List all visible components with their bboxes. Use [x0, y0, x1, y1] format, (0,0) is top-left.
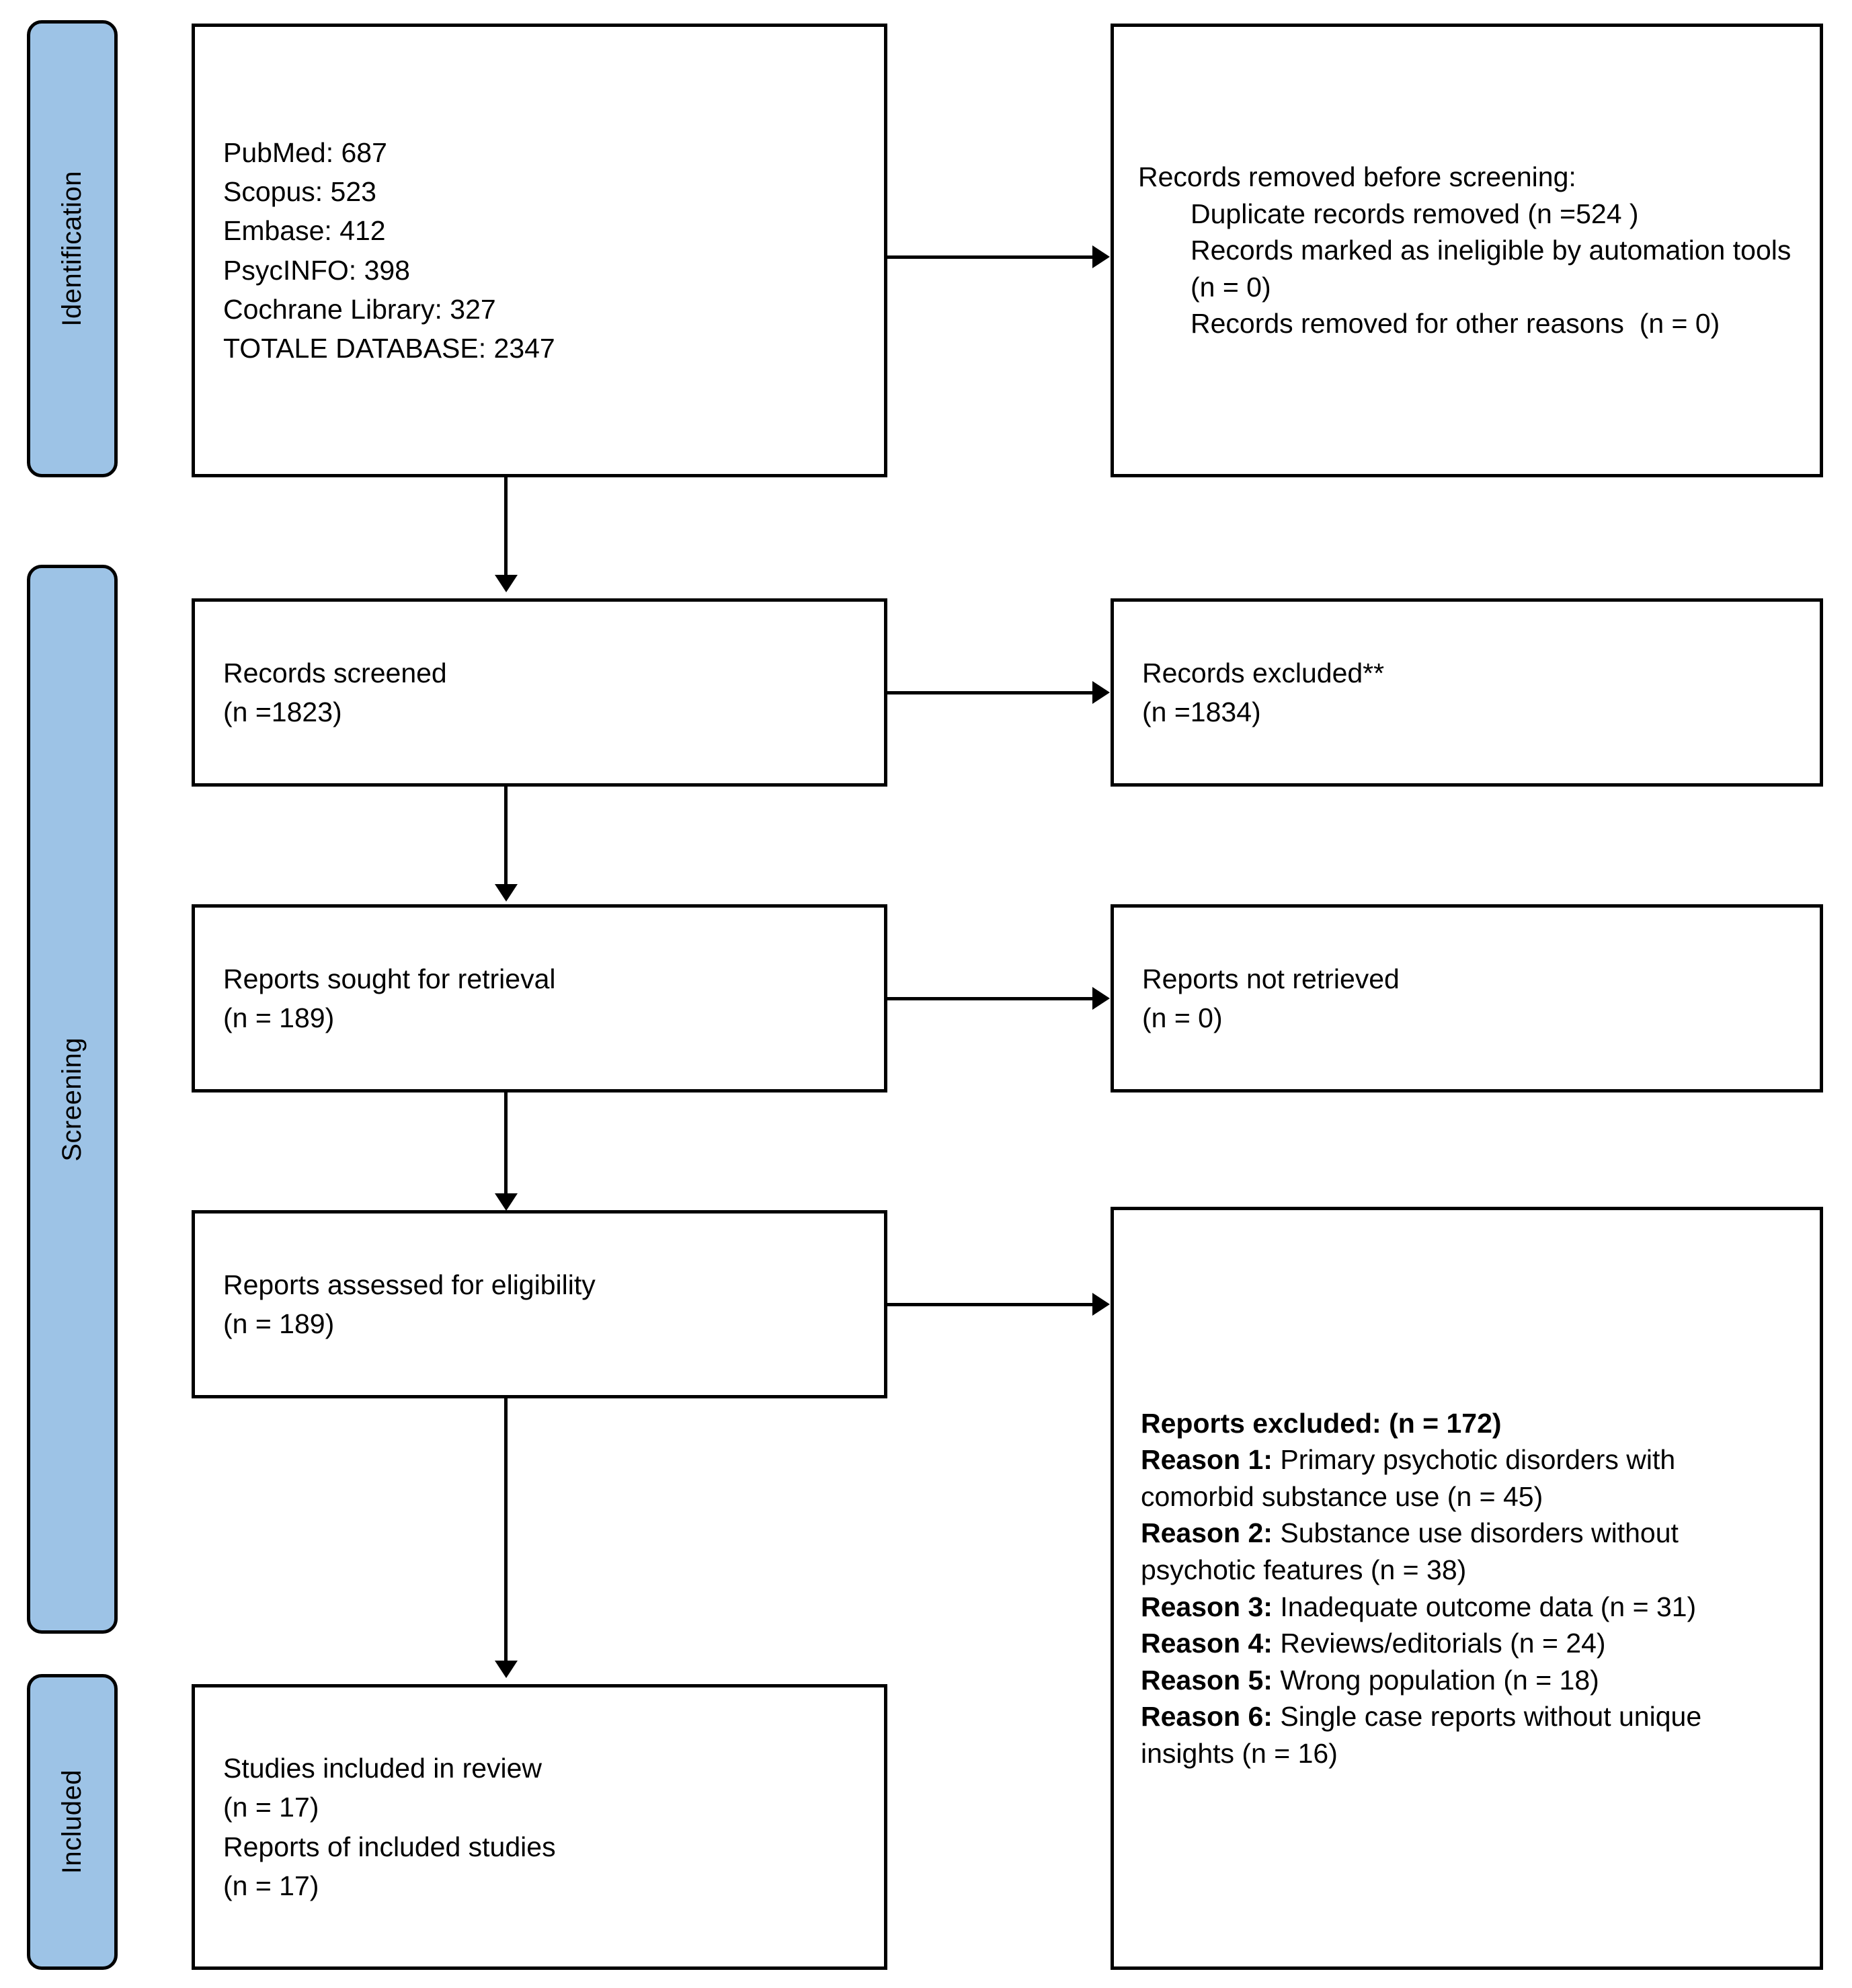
reports-not-retrieved-label: Reports not retrieved [1142, 963, 1400, 994]
reason-1-text: Primary psychotic disorders with comorbi… [1141, 1444, 1676, 1512]
records-removed-item-other: Records removed for other reasons (n = 0… [1191, 308, 1720, 340]
arrowhead-sources-to-removed [1092, 245, 1110, 268]
studies-included-label: Studies included in review [223, 1753, 542, 1784]
stage-bar-included: Included [27, 1674, 118, 1970]
source-line-scopus: Scopus: 523 [223, 176, 376, 208]
records-removed-item-duplicates: Duplicate records removed (n =524 ) [1191, 198, 1639, 229]
box-reports-sought-for-retrieval: Reports sought for retrieval (n = 189) [192, 904, 887, 1092]
reports-excluded-header: Reports excluded: (n = 172) [1141, 1405, 1793, 1442]
reports-assessed-label: Reports assessed for eligibility [223, 1269, 596, 1300]
records-removed-heading-normal: Records removed [1138, 161, 1363, 193]
box-records-screened: Records screened (n =1823) [192, 598, 887, 787]
connector-sources-to-removed [887, 255, 1092, 259]
source-line-embase: Embase: 412 [223, 215, 386, 247]
reports-excluded-reason-4: Reason 4: Reviews/editorials (n = 24) [1141, 1625, 1793, 1662]
records-screened-label: Records screened [223, 657, 447, 688]
reports-of-included-count: (n = 17) [223, 1870, 319, 1901]
reports-excluded-reason-3: Reason 3: Inadequate outcome data (n = 3… [1141, 1589, 1793, 1626]
reports-excluded-reason-5: Reason 5: Wrong population (n = 18) [1141, 1662, 1793, 1699]
reports-of-included-label: Reports of included studies [223, 1831, 556, 1862]
stage-label-included: Included [57, 1770, 87, 1874]
source-line-psycinfo: PsycINFO: 398 [223, 254, 410, 286]
reason-5-label: Reason 5: [1141, 1664, 1273, 1696]
source-line-pubmed: PubMed: 687 [223, 136, 387, 168]
connector-screened-to-excluded [887, 691, 1092, 694]
stage-bar-screening: Screening [27, 565, 118, 1634]
records-excluded-count: (n =1834) [1142, 697, 1261, 727]
reports-assessed-count: (n = 189) [223, 1308, 335, 1339]
box-reports-excluded-with-reasons: Reports excluded: (n = 172) Reason 1: Pr… [1111, 1207, 1823, 1970]
records-screened-count: (n =1823) [223, 697, 342, 727]
records-removed-heading-colon: : [1568, 161, 1576, 193]
reason-4-label: Reason 4: [1141, 1628, 1273, 1659]
arrowhead-screened-to-sought [495, 884, 518, 902]
records-removed-heading: Records removed before screening: [1138, 159, 1796, 196]
arrowhead-sought-to-not-retrieved [1092, 987, 1110, 1010]
source-line-cochrane: Cochrane Library: 327 [223, 293, 496, 325]
reason-6-label: Reason 6: [1141, 1701, 1273, 1733]
reason-6-text: Single case reports without unique insig… [1141, 1701, 1702, 1769]
records-removed-item-automation: Records marked as ineligible by automati… [1191, 235, 1799, 303]
connector-sources-to-screened [504, 477, 508, 578]
arrowhead-assessed-to-excluded [1092, 1293, 1110, 1316]
box-records-removed-before-screening: Records removed before screening: Duplic… [1111, 24, 1823, 477]
stage-label-screening: Screening [57, 1037, 87, 1162]
arrowhead-sources-to-screened [495, 575, 518, 592]
studies-included-count: (n = 17) [223, 1792, 319, 1823]
records-removed-heading-italic: before screening [1363, 161, 1569, 193]
arrowhead-assessed-to-included [495, 1661, 518, 1678]
stage-label-identification: Identification [57, 171, 87, 327]
source-line-total: TOTALE DATABASE: 2347 [223, 332, 555, 364]
connector-assessed-to-excluded [887, 1303, 1092, 1306]
arrowhead-sought-to-assessed [495, 1193, 518, 1211]
reason-4-text: Reviews/editorials (n = 24) [1272, 1628, 1606, 1659]
reports-sought-label: Reports sought for retrieval [223, 963, 556, 994]
connector-assessed-to-included [504, 1398, 508, 1664]
reason-2-label: Reason 2: [1141, 1517, 1273, 1549]
reports-excluded-header-text: Reports excluded: (n = 172) [1141, 1407, 1502, 1439]
reason-5-text: Wrong population (n = 18) [1272, 1664, 1599, 1696]
reports-sought-count: (n = 189) [223, 1002, 335, 1033]
connector-sought-to-assessed [504, 1092, 508, 1197]
reports-excluded-reason-6: Reason 6: Single case reports without un… [1141, 1698, 1793, 1772]
connector-screened-to-sought [504, 787, 508, 887]
box-studies-included-in-review: Studies included in review (n = 17) Repo… [192, 1684, 887, 1970]
box-reports-assessed-for-eligibility: Reports assessed for eligibility (n = 18… [192, 1210, 887, 1398]
reason-3-text: Inadequate outcome data (n = 31) [1272, 1591, 1697, 1622]
box-reports-not-retrieved: Reports not retrieved (n = 0) [1111, 904, 1823, 1092]
box-identification-sources: PubMed: 687 Scopus: 523 Embase: 412 Psyc… [192, 24, 887, 477]
reason-1-label: Reason 1: [1141, 1444, 1273, 1476]
connector-sought-to-not-retrieved [887, 997, 1092, 1000]
reports-not-retrieved-count: (n = 0) [1142, 1002, 1223, 1033]
reports-excluded-reason-2: Reason 2: Substance use disorders withou… [1141, 1515, 1793, 1588]
arrowhead-screened-to-excluded [1092, 681, 1110, 704]
box-records-excluded: Records excluded** (n =1834) [1111, 598, 1823, 787]
reason-3-label: Reason 3: [1141, 1591, 1273, 1622]
stage-bar-identification: Identification [27, 20, 118, 477]
reports-excluded-reason-1: Reason 1: Primary psychotic disorders wi… [1141, 1441, 1793, 1515]
records-excluded-label: Records excluded** [1142, 657, 1385, 688]
reason-2-text: Substance use disorders without psychoti… [1141, 1517, 1679, 1585]
